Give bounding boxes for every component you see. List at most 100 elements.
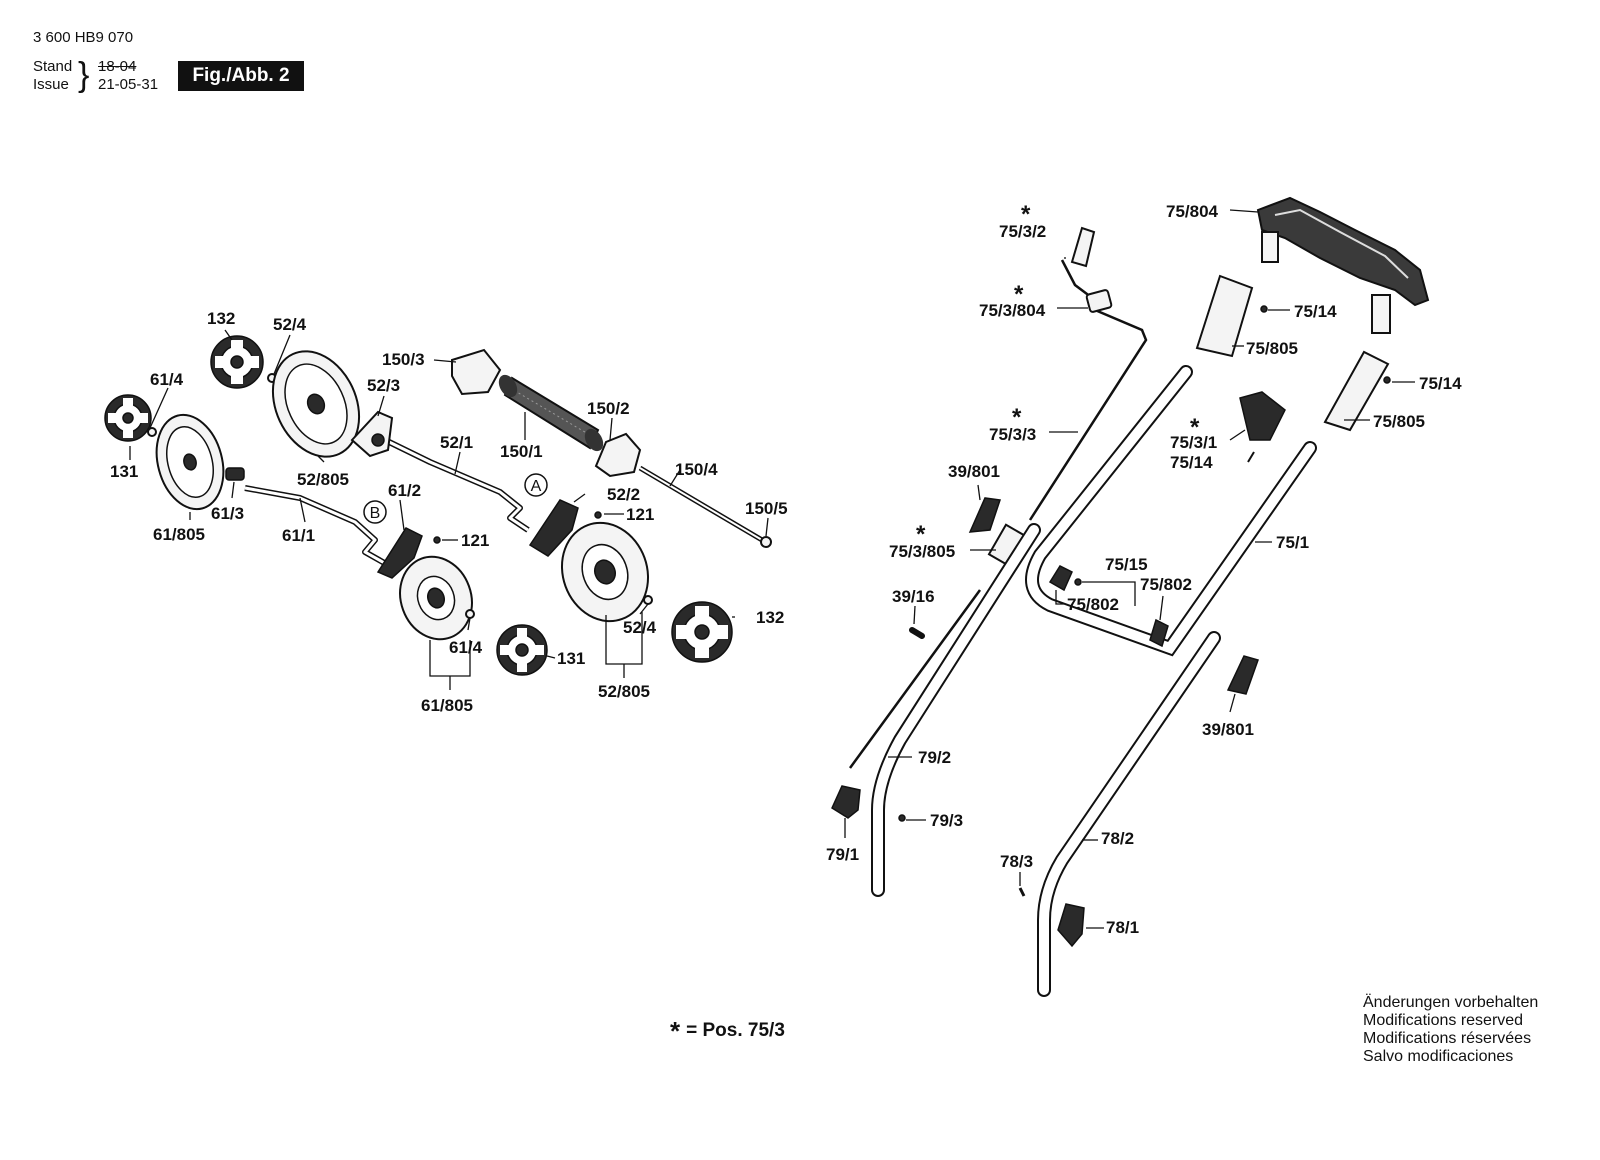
- callout-75-15: 75/15: [1105, 555, 1148, 574]
- brace-glyph: }: [78, 56, 90, 94]
- washer-52-4-bottom: [643, 595, 653, 605]
- bracket-61-2: [376, 527, 423, 579]
- hub-cap-131-bottom: [496, 624, 548, 676]
- callout-39-801-b: 39/801: [1202, 720, 1254, 739]
- callout-75-3-805: 75/3/805: [889, 542, 955, 561]
- callout-150-2: 150/2: [587, 399, 630, 418]
- wheel-52-805-top: [271, 350, 361, 458]
- document-number: 3 600 HB9 070: [33, 29, 134, 46]
- legend-text: = Pos. 75/3: [686, 1020, 785, 1041]
- lower-tube-78-2: [1037, 631, 1221, 997]
- callout-61-805-bottom: 61/805: [421, 696, 473, 715]
- callout-78-3: 78/3: [1000, 852, 1033, 871]
- screw-78-3: [1018, 887, 1026, 897]
- clip-75-3-2: [1070, 226, 1096, 268]
- detail-marker-b: [363, 500, 387, 524]
- callout-52-805-top: 52/805: [297, 470, 349, 489]
- knob-39-801-b: [1226, 655, 1259, 695]
- callout-78-2: 78/2: [1101, 829, 1134, 848]
- callout-75-1: 75/1: [1276, 533, 1309, 552]
- issue-label: Issue: [33, 76, 69, 93]
- issue-date: 21-05-31: [98, 76, 159, 93]
- callout-52-3: 52/3: [367, 376, 400, 395]
- callout-121-a: 121: [626, 505, 654, 524]
- bracket-150-2: [594, 432, 642, 478]
- lower-tube-79-2: [871, 523, 1041, 897]
- legend-star: *: [670, 1016, 681, 1046]
- callout-75-802-b: 75/802: [1067, 595, 1119, 614]
- callout-75-14-c: 75/14: [1170, 453, 1213, 472]
- axle-61-1: [244, 485, 390, 568]
- handle-grip-75-804: [1256, 196, 1430, 334]
- star-75-3-2: *: [1021, 201, 1031, 228]
- figure-badge: Fig./Abb. 2: [178, 61, 304, 91]
- handle-tube-75-1: [1025, 365, 1317, 657]
- clamp-75-802-b: [1149, 618, 1169, 648]
- screw-75-15: [1074, 578, 1082, 586]
- clamp-79-1: [831, 785, 861, 819]
- clamp-78-1: [1057, 903, 1085, 948]
- hub-cap-132-top: [210, 335, 264, 389]
- wheel-61-805-bottom: [399, 555, 473, 641]
- clamp-75-3-804: [1085, 289, 1113, 313]
- detail-marker-a-label: A: [531, 478, 542, 495]
- tube-cover-75-805-a: [1195, 274, 1254, 358]
- axle-52-1: [383, 437, 530, 533]
- stand-label: Stand: [33, 58, 73, 75]
- callout-78-1: 78/1: [1106, 918, 1139, 937]
- clamp-75-802-a: [1048, 565, 1073, 592]
- tube-cover-75-805-b: [1323, 350, 1390, 432]
- lever-cover-75-3-1: [1239, 391, 1286, 441]
- roller-150-1: [498, 374, 604, 452]
- wheel-61-805-left: [155, 413, 225, 511]
- callout-75-805-a: 75/805: [1246, 339, 1298, 358]
- legend: *= Pos. 75/3: [670, 1016, 785, 1047]
- washer-61-4-bottom: [465, 609, 475, 619]
- callout-150-1: 150/1: [500, 442, 543, 461]
- callout-61-4-bottom: 61/4: [449, 638, 483, 657]
- callout-121-b: 121: [461, 531, 489, 550]
- screw-121-a: [594, 511, 602, 519]
- callout-52-4-bottom: 52/4: [623, 618, 657, 637]
- screw-121-b: [433, 536, 441, 544]
- pin-39-16: [909, 627, 925, 639]
- old-stand-date: 18-04: [98, 58, 137, 75]
- callout-labels: 132 52/4 61/4 131 61/805 61/3 52/805 52/…: [110, 201, 1462, 937]
- modifications-en: Modifications reserved: [1363, 1012, 1524, 1029]
- callout-79-3: 79/3: [930, 811, 963, 830]
- washer-61-4-left: [147, 427, 157, 437]
- modifications-de: Änderungen vorbehalten: [1363, 994, 1539, 1011]
- callout-150-4: 150/4: [675, 460, 718, 479]
- hub-cap-132-bottom: [671, 601, 733, 663]
- detail-marker-b-label: B: [370, 505, 381, 522]
- callout-75-802-a: 75/802: [1140, 575, 1192, 594]
- knob-39-801-a: [968, 497, 1001, 533]
- callout-75-14-b: 75/14: [1419, 374, 1462, 393]
- callout-132-bottom: 132: [756, 608, 784, 627]
- callout-61-805-left: 61/805: [153, 525, 205, 544]
- end-cap-150-5: [760, 536, 772, 548]
- bushing-61-3: [225, 467, 245, 481]
- cable-lower: [848, 589, 982, 769]
- screw-75-14-a: [1260, 305, 1268, 313]
- hub-cap-131-left: [104, 394, 152, 442]
- callout-75-14-a: 75/14: [1294, 302, 1337, 321]
- bracket-52-2: [528, 499, 579, 557]
- leader-lines-left: [129, 329, 769, 690]
- callout-132-top: 132: [207, 309, 235, 328]
- callout-75-3-804: 75/3/804: [979, 301, 1046, 320]
- screw-75-14-c: [1247, 451, 1255, 463]
- callout-131-bottom: 131: [557, 649, 585, 668]
- callout-150-3: 150/3: [382, 350, 425, 369]
- callout-79-2: 79/2: [918, 748, 951, 767]
- callout-61-2: 61/2: [388, 481, 421, 500]
- callout-52-4-top: 52/4: [273, 315, 307, 334]
- callout-79-1: 79/1: [826, 845, 859, 864]
- callout-61-3: 61/3: [211, 504, 244, 523]
- callout-39-16: 39/16: [892, 587, 935, 606]
- callout-52-805-bottom: 52/805: [598, 682, 650, 701]
- star-75-3-804: *: [1014, 281, 1024, 308]
- callout-52-1: 52/1: [440, 433, 473, 452]
- star-75-3-805: *: [916, 521, 926, 548]
